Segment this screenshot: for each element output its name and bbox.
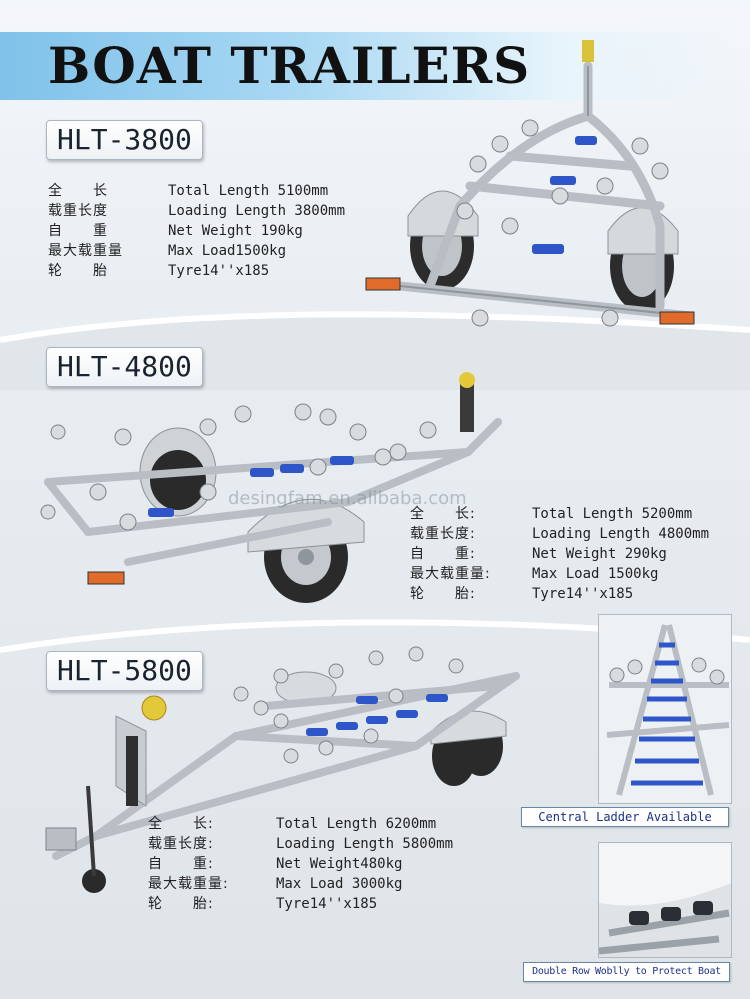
spec-row: 最大载重量: Max Load 3000kg [148,874,453,894]
spec-row: 全 长 Total Length 5100mm [48,181,345,201]
spec-list-hlt-3800: 全 长 Total Length 5100mm 载重长度 Loading Lengt… [48,181,345,281]
spec-row: 轮 胎: Tyre14''x185 [148,894,453,914]
spec-row: 载重长度: Loading Length 5800mm [148,834,453,854]
spec-row: 轮 胎: Tyre14''x185 [410,584,709,604]
spec-row: 自 重: Net Weight 290kg [410,544,709,564]
trailer-photo-hlt-5800 [45,646,520,893]
spec-row: 自 重 Net Weight 190kg [48,221,345,241]
spec-row: 最大载重量: Max Load 1500kg [410,564,709,584]
model-label-hlt-4800: HLT-4800 [46,347,203,387]
wobbly-rollers-image [599,843,731,957]
caption-wobbly-rollers: Double Row Woblly to Protect Boat [523,962,730,982]
spec-row: 载重长度: Loading Length 4800mm [410,524,709,544]
spec-value: Loading Length 3800mm [168,203,346,219]
spec-value: Tyre14''x185 [276,896,378,912]
spec-label-cn: 最大载重量 [48,243,123,259]
spec-label-cn: 最大载重量: [148,876,229,892]
spec-value: Loading Length 5800mm [276,836,454,852]
spec-value: Max Load 1500kg [532,566,659,582]
spec-row: 轮 胎 Tyre14''x185 [48,261,345,281]
watermark: desingfam.en.alibaba.com [228,488,467,509]
spec-value: Net Weight 290kg [532,546,667,562]
spec-value: Net Weight480kg [276,856,403,872]
spec-list-hlt-5800: 全 长: Total Length 6200mm 载重长度: Loading Len… [148,814,453,914]
model-label-hlt-3800: HLT-3800 [46,120,203,160]
spec-row: 全 长: Total Length 5200mm [410,504,709,524]
central-ladder-image [599,615,731,803]
spec-row: 载重长度 Loading Length 3800mm [48,201,345,221]
spec-label-cn: 载重长度: [148,836,214,852]
inset-photo-central-ladder [598,614,732,804]
inset-photo-wobbly-rollers [598,842,732,958]
spec-value: Total Length 6200mm [276,816,437,832]
spec-value: Max Load 3000kg [276,876,403,892]
spec-value: Tyre14''x185 [532,586,634,602]
page-title: BOAT TRAILERS [48,36,531,95]
caption-central-ladder: Central Ladder Available [521,807,729,827]
spec-value: Max Load1500kg [168,243,287,259]
spec-value: Net Weight 190kg [168,223,303,239]
title-band [0,32,750,100]
spec-label-cn: 载重长度: [410,526,476,542]
spec-row: 全 长: Total Length 6200mm [148,814,453,834]
spec-label-cn: 自 重: [148,856,214,872]
spec-label-cn: 轮 胎: [148,896,214,912]
spec-label-cn: 全 长: [410,506,476,522]
spec-label-cn: 最大载重量: [410,566,491,582]
spec-label-cn: 自 重 [48,223,108,239]
trailer-photo-hlt-3800 [365,40,695,327]
spec-row: 自 重: Net Weight480kg [148,854,453,874]
spec-list-hlt-4800: 全 长: Total Length 5200mm 载重长度: Loading Len… [410,504,709,604]
spec-value: Total Length 5100mm [168,183,329,199]
spec-label-cn: 全 长 [48,183,108,199]
spec-label-cn: 全 长: [148,816,214,832]
trailer-photo-hlt-4800 [40,372,502,603]
spec-row: 最大载重量 Max Load1500kg [48,241,345,261]
spec-label-cn: 轮 胎: [410,586,476,602]
spec-value: Loading Length 4800mm [532,526,710,542]
spec-value: Tyre14''x185 [168,263,270,279]
spec-label-cn: 轮 胎 [48,263,108,279]
spec-label-cn: 载重长度 [48,203,108,219]
spec-label-cn: 自 重: [410,546,476,562]
model-label-hlt-5800: HLT-5800 [46,651,203,691]
spec-value: Total Length 5200mm [532,506,693,522]
